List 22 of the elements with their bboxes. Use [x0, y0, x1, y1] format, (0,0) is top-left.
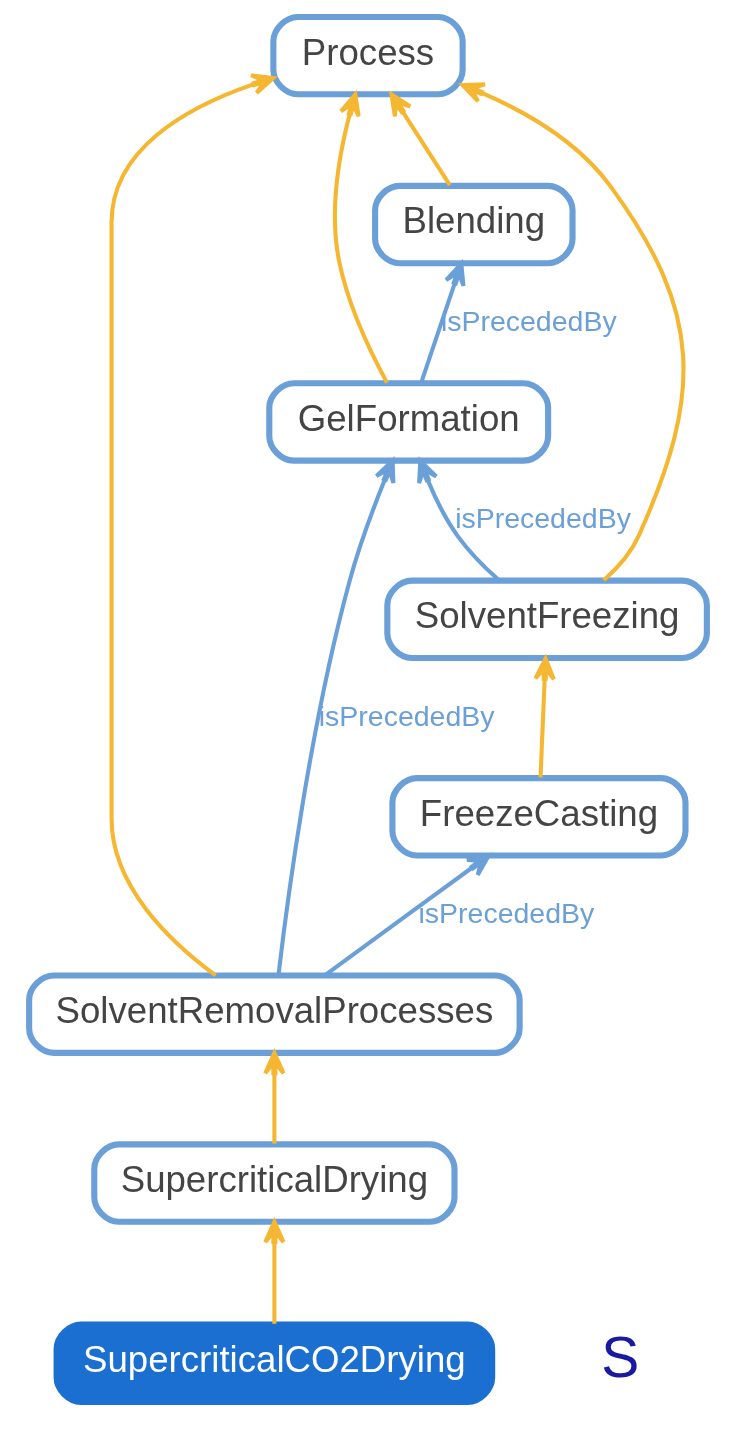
- label: S: [601, 1325, 640, 1390]
- arrow: [276, 458, 396, 976]
- node-box: GelFormation: [266, 380, 552, 464]
- edge-label: isPrecededBy: [440, 304, 617, 337]
- node-box: SupercriticalCO2Drying: [53, 1321, 496, 1405]
- node-box: FreezeCasting: [389, 775, 689, 859]
- node-box: SolventRemovalProcesses: [26, 972, 523, 1056]
- node-box: Blending: [372, 182, 576, 267]
- arrow: [419, 261, 466, 384]
- arrow: [263, 1050, 286, 1144]
- node-box: SolventFreezing: [384, 577, 710, 662]
- node-box: Process: [270, 13, 466, 98]
- arrow: [109, 73, 276, 977]
- arrow: [263, 1219, 286, 1324]
- node-box: SupercriticalDrying: [91, 1141, 458, 1225]
- arrow: [460, 82, 686, 582]
- arrow: [333, 92, 389, 384]
- arrow: [389, 92, 452, 187]
- arrow: [533, 656, 556, 778]
- edge-label: isPrecededBy: [418, 897, 595, 929]
- edge-label: isPrecededBy: [318, 699, 495, 732]
- edge-label: isPrecededBy: [455, 502, 631, 535]
